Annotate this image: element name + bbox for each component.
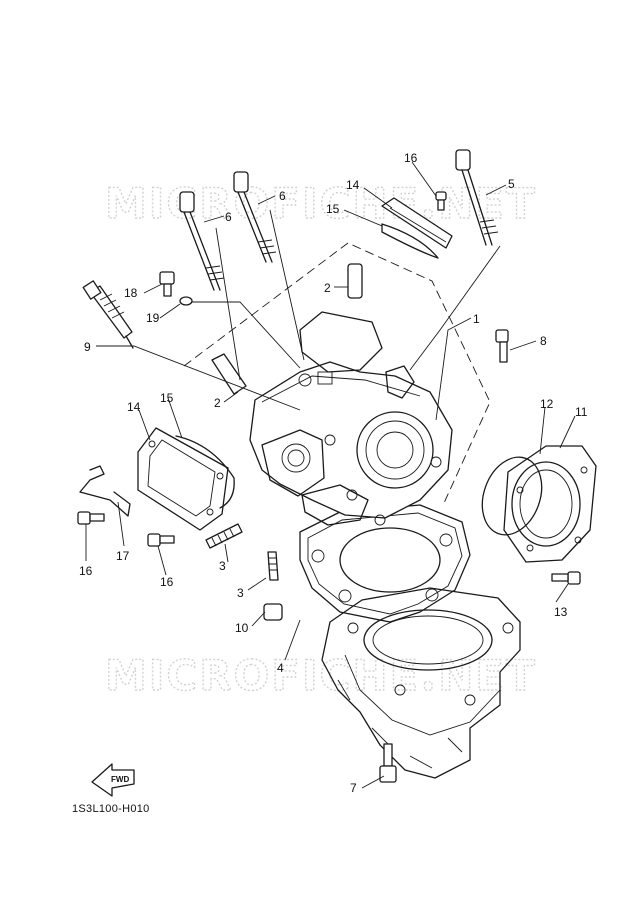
callout-15-top: 15 <box>326 202 340 216</box>
stud-bolt-6-left <box>179 191 225 291</box>
washer-19 <box>179 296 193 306</box>
fwd-arrow-icon: FWD <box>91 763 135 797</box>
bolt-16-left <box>77 511 105 525</box>
watermark-top: MICROFICHE.NET <box>105 179 537 228</box>
callout-1: 1 <box>473 312 480 326</box>
callout-5: 5 <box>508 177 515 191</box>
side-cover-14 <box>137 427 229 531</box>
assembly-boundary <box>183 242 491 504</box>
fwd-label: FWD <box>111 775 129 784</box>
callout-3-lower: 3 <box>237 586 244 600</box>
callout-16-middle: 16 <box>160 575 174 589</box>
bolt-16-top <box>435 191 447 211</box>
callout-14-left: 14 <box>127 400 141 414</box>
callout-14-top: 14 <box>346 178 360 192</box>
callout-15-left: 15 <box>160 391 174 405</box>
stud-bolt-5 <box>455 149 499 246</box>
callout-11: 11 <box>575 405 588 419</box>
callout-10: 10 <box>235 621 249 635</box>
bolt-13 <box>551 571 581 585</box>
bolt-8 <box>495 329 509 363</box>
dowel-pin-10 <box>263 603 283 621</box>
watermark-bottom: MICROFICHE.NET <box>105 651 537 700</box>
bolt-7 <box>379 743 397 783</box>
callout-8: 8 <box>540 334 547 348</box>
bolt-18 <box>159 271 175 297</box>
stud-3-upper <box>205 523 243 549</box>
valve-guide-2-left <box>211 353 247 395</box>
o-ring-12 <box>481 456 543 536</box>
callout-16-left: 16 <box>79 564 93 578</box>
callout-18: 18 <box>124 286 138 300</box>
cylinder-head <box>249 311 453 526</box>
spark-plug <box>82 280 134 349</box>
callout-6-left: 6 <box>225 210 232 224</box>
stud-3-lower <box>267 551 279 581</box>
callout-13: 13 <box>554 605 568 619</box>
callout-19: 19 <box>146 311 160 325</box>
callout-2-left: 2 <box>214 396 221 410</box>
valve-guide-2-top <box>347 263 363 299</box>
callout-7: 7 <box>350 781 357 795</box>
bolt-16-middle <box>147 533 175 547</box>
callout-12: 12 <box>540 397 554 411</box>
diagram-code: 1S3L100-H010 <box>72 803 150 815</box>
callout-16-top: 16 <box>404 151 418 165</box>
callout-4: 4 <box>277 661 284 675</box>
cylinder-block <box>321 587 521 779</box>
callout-9: 9 <box>84 340 91 354</box>
callout-2-top: 2 <box>324 281 331 295</box>
cover-14-top <box>381 197 453 249</box>
head-gasket <box>299 504 471 623</box>
intake-joint-11 <box>503 445 597 563</box>
bracket-17 <box>79 465 131 517</box>
stud-bolt-6-right <box>233 171 277 263</box>
callout-3-upper: 3 <box>219 559 226 573</box>
callout-6-right: 6 <box>279 189 286 203</box>
callout-17: 17 <box>116 549 130 563</box>
seal-15-left <box>175 435 235 509</box>
seal-15-top <box>381 223 439 259</box>
leader-lines <box>85 161 576 789</box>
